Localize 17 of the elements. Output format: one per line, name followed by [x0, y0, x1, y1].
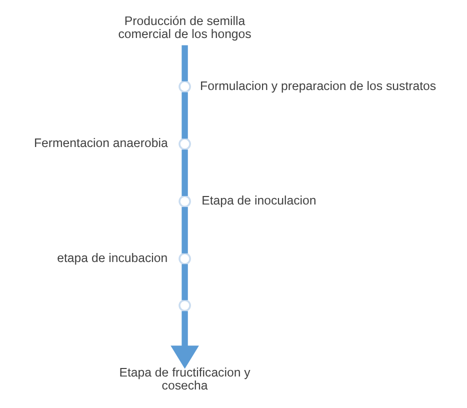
connector	[181, 264, 188, 300]
node-circle	[178, 195, 190, 208]
node-label: Etapa de inoculacion	[201, 194, 316, 208]
arrow	[170, 311, 198, 369]
connector	[181, 150, 188, 196]
node-text: Producción de semilla comercial de los hongos	[118, 14, 251, 42]
node-label: Fermentacion anaerobia	[34, 136, 168, 150]
node-text: Etapa de fructificacion y cosecha	[118, 365, 250, 393]
node-circle	[178, 299, 190, 312]
node-label: etapa de incubacion	[56, 251, 168, 265]
connector	[181, 92, 188, 139]
node-label: Formulacion y preparacion de los sustratos	[200, 78, 436, 93]
node-circle	[178, 138, 190, 150]
connector	[181, 45, 188, 82]
node-circle	[178, 252, 190, 265]
connector	[181, 206, 188, 254]
node-circle	[178, 80, 190, 93]
